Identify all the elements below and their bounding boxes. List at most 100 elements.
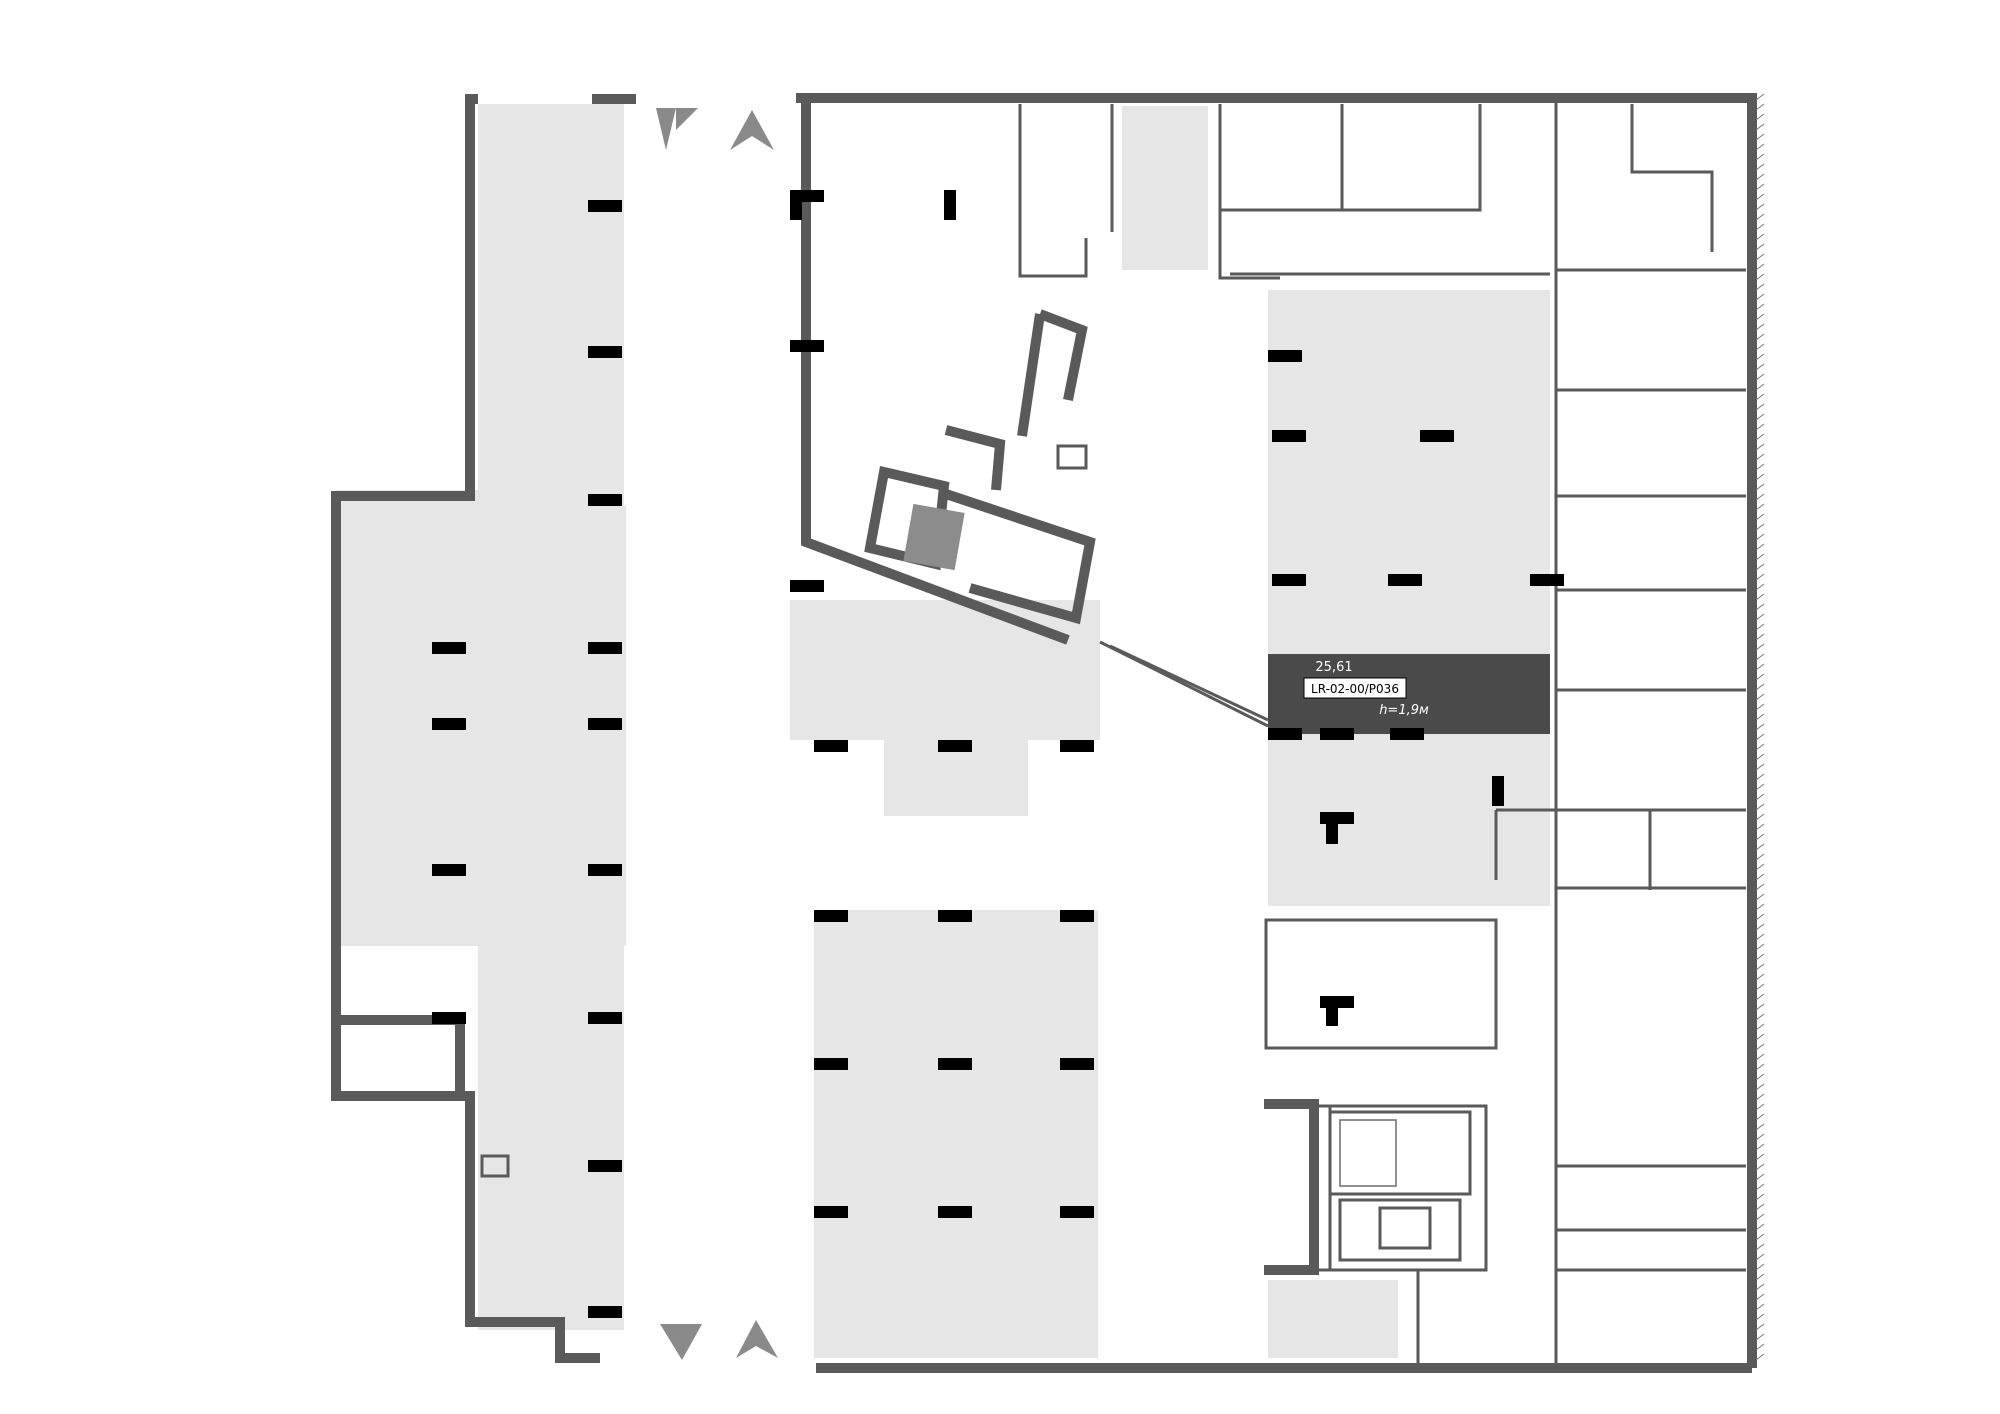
hatch-line (1755, 173, 1765, 181)
structural-column (1268, 350, 1302, 362)
parking-zone-mid-a (790, 600, 1100, 740)
hatch-line (1755, 1153, 1765, 1161)
hatch-line (1755, 933, 1765, 941)
hatch-line (1755, 843, 1765, 851)
hatch-line (1755, 403, 1765, 411)
hatch-line (1755, 183, 1765, 191)
parking-space-selected[interactable]: 25,61 LR-02-00/P036 h=1,9м (1268, 654, 1550, 734)
hatch-line (1755, 373, 1765, 381)
hatch-line (1755, 1133, 1765, 1141)
hatch-line (1755, 1263, 1765, 1271)
hatch-line (1755, 393, 1765, 401)
hatch-line (1755, 813, 1765, 821)
hatch-line (1755, 1043, 1765, 1051)
structural-column (588, 864, 622, 876)
structural-column (944, 190, 956, 220)
parking-space-area: 25,61 (1315, 660, 1352, 675)
structural-column (814, 1206, 848, 1218)
hatch-line (1755, 633, 1765, 641)
hatch-line (1755, 1273, 1765, 1281)
structural-column (814, 910, 848, 922)
hatch-line (1755, 123, 1765, 131)
hatch-line (1755, 823, 1765, 831)
hatch-line (1755, 643, 1765, 651)
hatch-line (1755, 1343, 1765, 1351)
structural-column (938, 1058, 972, 1070)
hatch-line (1755, 713, 1765, 721)
hatch-line (1755, 623, 1765, 631)
hatch-line (1755, 943, 1765, 951)
columns (432, 190, 1564, 1318)
parking-zone-top-corridor (1122, 106, 1208, 270)
hatch-line (1755, 133, 1765, 141)
hatch-line (1755, 273, 1765, 281)
structural-column (1060, 910, 1094, 922)
structural-column (588, 718, 622, 730)
hatch-line (1755, 1313, 1765, 1321)
core-shaft (1056, 444, 1088, 470)
parking-zones (336, 104, 1550, 1358)
structural-column (1530, 574, 1564, 586)
hatch-line (1755, 1103, 1765, 1111)
hatch-line (1755, 803, 1765, 811)
hatch-line (1755, 923, 1765, 931)
core-block (864, 309, 1269, 728)
structural-column (938, 910, 972, 922)
hatch-line (1755, 1053, 1765, 1061)
hatch-line (1755, 543, 1765, 551)
parking-zone-right-bottom (1268, 1280, 1398, 1358)
hatch-line (1755, 563, 1765, 571)
hatch-line (1755, 1193, 1765, 1201)
hatch-line (1755, 673, 1765, 681)
hatch-line (1755, 733, 1765, 741)
hatch-line (1755, 663, 1765, 671)
hatch-line (1755, 753, 1765, 761)
structural-column (588, 494, 622, 506)
hatch-line (1755, 453, 1765, 461)
hatch-line (1755, 773, 1765, 781)
structural-column (790, 340, 824, 352)
hatch-line (1755, 313, 1765, 321)
hatch-line (1755, 763, 1765, 771)
hatch-line (1755, 893, 1765, 901)
hatch-line (1755, 1183, 1765, 1191)
hatch-line (1755, 433, 1765, 441)
structural-column (1272, 574, 1306, 586)
structural-column (588, 346, 622, 358)
hatch-line (1755, 1303, 1765, 1311)
direction-arrow-icon (736, 1320, 778, 1358)
hatch-line (1755, 1143, 1765, 1151)
hatch-line (1755, 1073, 1765, 1081)
hatch-line (1755, 1283, 1765, 1291)
hatch-line (1755, 233, 1765, 241)
hatch-line (1755, 863, 1765, 871)
structural-column (1326, 814, 1338, 844)
hatch-line (1755, 953, 1765, 961)
hatch-line (1755, 463, 1765, 471)
parking-zone-left-lower (478, 940, 624, 1330)
hatch-line (1755, 353, 1765, 361)
hatch-line (1755, 413, 1765, 421)
direction-arrow-icon (676, 108, 698, 130)
hatch-line (1755, 1323, 1765, 1331)
parking-zone-right-mid (1268, 734, 1550, 906)
hatch-line (1755, 1093, 1765, 1101)
hatch-line (1755, 163, 1765, 171)
hatch-line (1755, 303, 1765, 311)
hatch-line (1755, 1253, 1765, 1261)
structural-column (1060, 1058, 1094, 1070)
hatch-line (1755, 853, 1765, 861)
hatch-line (1755, 553, 1765, 561)
hatch-line (1755, 203, 1765, 211)
hatch-line (1755, 603, 1765, 611)
structural-column (1388, 574, 1422, 586)
structural-column (1420, 430, 1454, 442)
hatch-line (1755, 1203, 1765, 1211)
hatch-line (1755, 383, 1765, 391)
hatch-line (1755, 103, 1765, 111)
structural-column (1390, 728, 1424, 740)
hatch-line (1755, 1233, 1765, 1241)
direction-arrow-icon (730, 110, 774, 150)
hatch-line (1755, 513, 1765, 521)
